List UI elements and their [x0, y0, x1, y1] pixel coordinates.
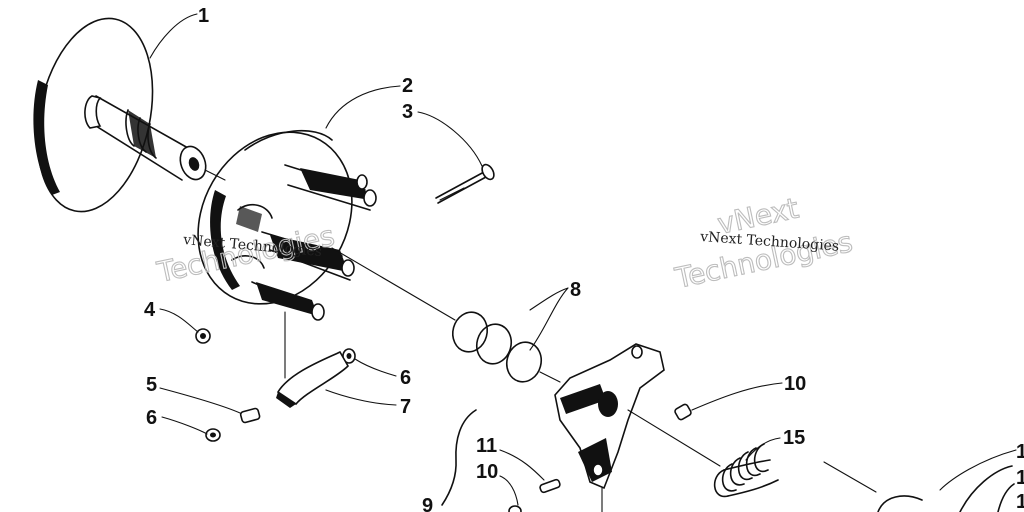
part-11-pin — [539, 478, 561, 494]
callout-10-lower: 10 — [476, 461, 498, 483]
callout-15: 15 — [783, 427, 805, 449]
callout-1-right-c: 1 — [1016, 491, 1024, 512]
callout-5: 5 — [146, 374, 157, 396]
callout-10-upper: 10 — [784, 373, 806, 395]
part-2-spider-assembly — [197, 129, 456, 321]
callout-4: 4 — [144, 299, 156, 321]
part-4-nut — [195, 328, 211, 344]
leader-lines — [149, 13, 1017, 506]
part-10-bushing-upper — [674, 403, 692, 421]
watermark-left: Technologies vNext Technologies — [153, 219, 338, 290]
part-1-sheave — [33, 17, 226, 213]
callout-6-upper: 6 — [400, 367, 411, 389]
part-6-washer-lower — [205, 428, 221, 442]
callout-7: 7 — [400, 396, 411, 418]
callout-2: 2 — [402, 75, 413, 97]
part-9-cam-bracket — [441, 343, 665, 512]
callout-1-right-b: 1 — [1016, 467, 1024, 489]
callout-1: 1 — [198, 5, 209, 27]
callout-3: 3 — [402, 101, 413, 123]
callout-6-lower: 6 — [146, 407, 157, 429]
right-edge-parts — [823, 461, 1015, 512]
callout-9: 9 — [422, 495, 433, 512]
part-3-bolt — [435, 163, 495, 204]
callout-numbers: 1 2 3 4 5 6 6 7 8 9 10 10 11 15 1 1 1 — [144, 5, 1024, 512]
callout-1-right-a: 1 — [1016, 441, 1024, 463]
callout-11: 11 — [476, 435, 497, 457]
callout-8: 8 — [570, 279, 581, 301]
watermark-right: vNext Technologies vNext Technologies — [671, 191, 856, 296]
part-10-bushing-lower — [508, 505, 522, 512]
part-7-shoe — [276, 311, 349, 408]
part-5-roller — [239, 407, 261, 424]
part-15-spring — [627, 409, 779, 498]
part-8-washers — [451, 311, 561, 383]
